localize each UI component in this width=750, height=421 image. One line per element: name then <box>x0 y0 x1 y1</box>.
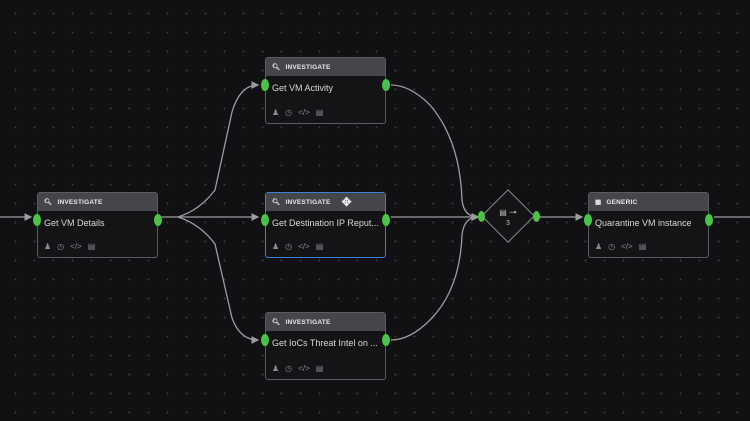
search-icon: 🔍︎ <box>272 319 281 326</box>
input-port[interactable] <box>584 214 592 226</box>
user-icon: ♟ <box>595 242 603 251</box>
node-type: INVESTIGATE <box>57 198 103 206</box>
output-port[interactable] <box>705 214 713 226</box>
node-title: Quarantine VM instance <box>595 218 692 228</box>
user-icon: ♟ <box>272 364 280 373</box>
user-icon: ♟ <box>44 242 52 251</box>
code-icon: </> <box>70 242 82 251</box>
output-port[interactable] <box>382 79 390 91</box>
node-type: INVESTIGATE <box>285 318 331 326</box>
node-title: Get VM Details <box>44 218 105 228</box>
clock-icon: ◷ <box>608 242 616 251</box>
move-cursor-icon: ✥ <box>341 195 352 209</box>
merge-input-port[interactable] <box>478 211 485 222</box>
task-node-get-destination-ip-reputation[interactable]: 🔍︎ INVESTIGATE ✥ Get Destination IP Reput.… <box>261 192 390 258</box>
merge-icon: ⊸ <box>509 207 517 217</box>
clock-icon: ◷ <box>57 242 65 251</box>
edge-a-b <box>160 81 260 218</box>
clock-icon: ◷ <box>285 364 293 373</box>
code-icon: </> <box>298 108 310 117</box>
input-port[interactable] <box>33 214 41 226</box>
user-icon: ♟ <box>272 242 280 251</box>
output-port[interactable] <box>382 214 390 226</box>
task-node-quarantine-vm[interactable]: ▦ GENERIC Quarantine VM instance ♟ ◷ </> ▤ <box>584 192 713 258</box>
search-icon: 🔍︎ <box>272 199 281 206</box>
node-title: Get Destination IP Reput... <box>272 218 379 228</box>
task-node-get-vm-activity[interactable]: 🔍︎ INVESTIGATE Get VM Activity ♟ ◷ </> ▤ <box>261 57 390 124</box>
node-title: Get IoCs Threat Intel on ... <box>272 338 378 348</box>
document-icon: ▤ <box>315 364 324 373</box>
code-icon: </> <box>298 242 310 251</box>
search-icon: 🔍︎ <box>44 199 53 206</box>
edge-a-d <box>177 216 260 344</box>
edge-b-m <box>390 84 480 221</box>
document-icon: ▤ <box>315 242 324 251</box>
output-port[interactable] <box>154 214 162 226</box>
edge-d-m <box>390 213 480 341</box>
input-port[interactable] <box>261 79 269 91</box>
merge-count: 3 <box>506 220 510 227</box>
input-port[interactable] <box>261 334 269 346</box>
code-icon: </> <box>298 364 310 373</box>
document-icon: ▤ <box>315 108 324 117</box>
document-icon: ▤ <box>87 242 96 251</box>
clock-icon: ◷ <box>285 242 293 251</box>
search-icon: 🔍︎ <box>272 64 281 71</box>
merge-output-port[interactable] <box>533 211 540 222</box>
document-icon: ▤ <box>638 242 647 251</box>
grid-icon: ▦ <box>595 199 602 206</box>
node-type: GENERIC <box>606 198 638 206</box>
node-type: INVESTIGATE <box>285 198 331 206</box>
code-icon: </> <box>621 242 633 251</box>
node-type: INVESTIGATE <box>285 63 331 71</box>
user-icon: ♟ <box>272 108 280 117</box>
task-node-get-iocs-threat-intel[interactable]: 🔍︎ INVESTIGATE Get IoCs Threat Intel on .… <box>261 312 390 380</box>
task-node-get-vm-details[interactable]: 🔍︎ INVESTIGATE Get VM Details ♟ ◷ </> ▤ <box>33 192 162 258</box>
input-port[interactable] <box>261 214 269 226</box>
merge-node-content: ▤ ⊸ 3 <box>483 207 533 227</box>
output-port[interactable] <box>382 334 390 346</box>
clock-icon: ◷ <box>285 108 293 117</box>
document-icon: ▤ <box>499 208 507 217</box>
node-title: Get VM Activity <box>272 83 334 93</box>
